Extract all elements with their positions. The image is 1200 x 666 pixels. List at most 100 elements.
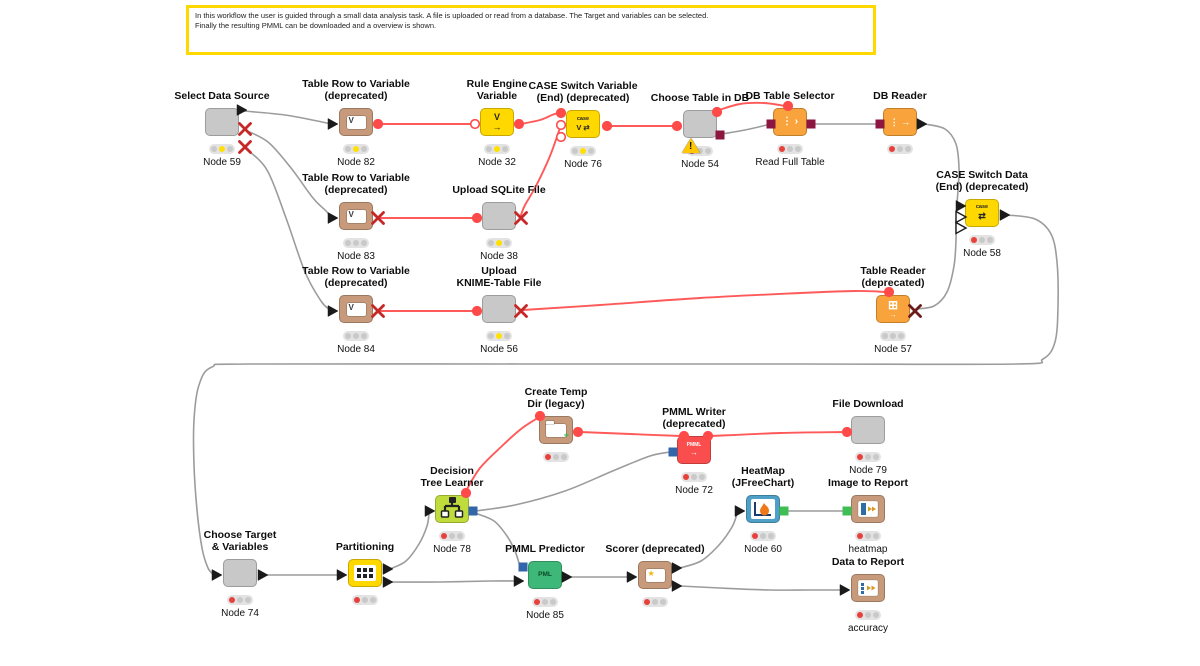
edge-scorer-to-data-to-report[interactable] xyxy=(679,585,842,591)
edge-db-reader-to-node-58[interactable] xyxy=(924,123,960,204)
data-to-report-body[interactable] xyxy=(851,574,885,602)
workflow-annotation[interactable]: In this workflow the user is guided thro… xyxy=(186,5,876,55)
port-tri-node-74[interactable] xyxy=(211,569,223,581)
port-tri-node-82[interactable] xyxy=(327,118,339,130)
port-circle-h-node-76[interactable] xyxy=(555,119,567,131)
image-to-report-body[interactable] xyxy=(851,495,885,523)
port-circle-node-76[interactable] xyxy=(555,107,567,119)
port-tri-node-85[interactable] xyxy=(561,571,573,583)
node-57-body[interactable]: ⊞→ xyxy=(876,295,910,323)
edge-node-59-to-node-83[interactable] xyxy=(244,129,331,218)
edge-node-59-to-node-82[interactable] xyxy=(243,110,331,125)
port-circle-node-54[interactable] xyxy=(711,106,723,118)
port-circle-node-54[interactable] xyxy=(671,120,683,132)
edge-partitioning-to-node-85[interactable] xyxy=(389,580,515,583)
port-tri-node-74[interactable] xyxy=(257,569,269,581)
port-x-node-38[interactable] xyxy=(514,211,528,225)
edge-node-57-to-node-58[interactable] xyxy=(915,219,957,310)
port-square-db-table-selector[interactable] xyxy=(806,119,816,129)
node-56-body[interactable] xyxy=(482,295,516,323)
port-square-blue-node-85[interactable] xyxy=(518,562,528,572)
port-circle-node-76[interactable] xyxy=(601,120,613,132)
port-circle-node-38[interactable] xyxy=(471,212,483,224)
port-circle-h-node-76[interactable] xyxy=(555,131,567,143)
port-tri-h-node-58[interactable] xyxy=(955,221,968,235)
db-reader-body[interactable]: ⋮ → xyxy=(883,108,917,136)
port-tri-data-to-report[interactable] xyxy=(839,584,851,596)
port-square-node-54[interactable] xyxy=(715,130,725,140)
port-circle-db-table-selector[interactable] xyxy=(782,100,794,112)
port-tri-partitioning[interactable] xyxy=(336,569,348,581)
port-tri-node-59[interactable] xyxy=(236,104,248,116)
port-x-dark-node-57[interactable] xyxy=(908,304,922,318)
port-circle-node-32[interactable] xyxy=(513,118,525,130)
port-tri-db-reader[interactable] xyxy=(916,118,928,130)
port-circle-node-57[interactable] xyxy=(883,286,895,298)
edge-create-temp-dir-to-node-72[interactable] xyxy=(579,431,682,437)
node-82-body[interactable]: V xyxy=(339,108,373,136)
node-74-body[interactable] xyxy=(223,559,257,587)
port-x-node-56[interactable] xyxy=(514,304,528,318)
edge-partitioning-to-node-78[interactable] xyxy=(389,512,430,570)
port-square-green-image-to-report[interactable] xyxy=(842,506,852,516)
node-32-body[interactable]: V→ xyxy=(480,108,514,136)
node-84-body[interactable]: V xyxy=(339,295,373,323)
node-58-body[interactable]: case⇄ xyxy=(965,199,999,227)
edge-node-78-to-node-72[interactable] xyxy=(474,451,671,512)
port-tri-node-58[interactable] xyxy=(955,200,967,212)
edge-node-54-to-db-table-selector[interactable] xyxy=(721,124,768,135)
port-circle-create-temp-dir[interactable] xyxy=(534,410,546,422)
node-78-body[interactable] xyxy=(435,495,469,523)
node-59-body[interactable] xyxy=(205,108,239,136)
node-72-body[interactable]: PMML→ xyxy=(677,436,711,464)
port-circle-node-72[interactable] xyxy=(678,430,690,442)
port-circle-node-79[interactable] xyxy=(841,426,853,438)
port-tri-scorer[interactable] xyxy=(671,580,683,592)
port-tri-node-84[interactable] xyxy=(327,305,339,317)
workflow-canvas[interactable]: In this workflow the user is guided thro… xyxy=(0,0,1200,634)
edge-node-54-to-db-table-selector[interactable] xyxy=(718,101,786,111)
port-circle-node-82[interactable] xyxy=(372,118,384,130)
edge-node-56-to-node-57[interactable] xyxy=(522,290,887,311)
partitioning-body[interactable] xyxy=(348,559,382,587)
port-tri-node-58[interactable] xyxy=(999,209,1011,221)
port-tri-scorer[interactable] xyxy=(671,562,683,574)
port-tri-partitioning[interactable] xyxy=(382,576,394,588)
port-tri-node-78[interactable] xyxy=(424,505,436,517)
port-x-node-83[interactable] xyxy=(371,211,385,225)
db-table-selector-body[interactable]: ⋮ › xyxy=(773,108,807,136)
node-54-body[interactable] xyxy=(683,110,717,138)
port-tri-partitioning[interactable] xyxy=(382,563,394,575)
port-circle-node-72[interactable] xyxy=(702,430,714,442)
edge-node-78-to-create-temp-dir[interactable] xyxy=(465,418,537,492)
port-tri-node-83[interactable] xyxy=(327,212,339,224)
port-circle-h-node-32[interactable] xyxy=(469,118,481,130)
port-circle-create-temp-dir[interactable] xyxy=(572,426,584,438)
scorer-body[interactable]: ★ xyxy=(638,561,672,589)
edge-node-76-to-node-38[interactable] xyxy=(520,127,561,216)
port-tri-h-node-58[interactable] xyxy=(955,210,968,224)
node-83-body[interactable]: V xyxy=(339,202,373,230)
edge-node-58-to-node-74[interactable] xyxy=(192,214,1059,576)
port-circle-node-78[interactable] xyxy=(460,487,472,499)
port-x-node-84[interactable] xyxy=(371,304,385,318)
port-square-db-table-selector[interactable] xyxy=(766,119,776,129)
node-85-body[interactable]: PML xyxy=(528,561,562,589)
edge-node-32-to-node-76[interactable] xyxy=(520,112,559,125)
port-square-blue-node-78[interactable] xyxy=(468,506,478,516)
edge-node-72-to-node-79[interactable] xyxy=(710,431,845,437)
node-38-body[interactable] xyxy=(482,202,516,230)
port-tri-node-85[interactable] xyxy=(513,575,525,587)
port-square-blue-node-72[interactable] xyxy=(668,447,678,457)
port-tri-scorer[interactable] xyxy=(626,571,638,583)
port-x-node-59[interactable] xyxy=(238,122,252,136)
node-60-body[interactable] xyxy=(746,495,780,523)
node-79-body[interactable] xyxy=(851,416,885,444)
port-tri-node-60[interactable] xyxy=(734,505,746,517)
edge-node-59-to-node-84[interactable] xyxy=(244,147,331,311)
port-circle-node-56[interactable] xyxy=(471,305,483,317)
edge-node-78-to-node-85[interactable] xyxy=(474,512,520,564)
create-temp-dir-body[interactable] xyxy=(539,416,573,444)
port-square-green-node-60[interactable] xyxy=(779,506,789,516)
